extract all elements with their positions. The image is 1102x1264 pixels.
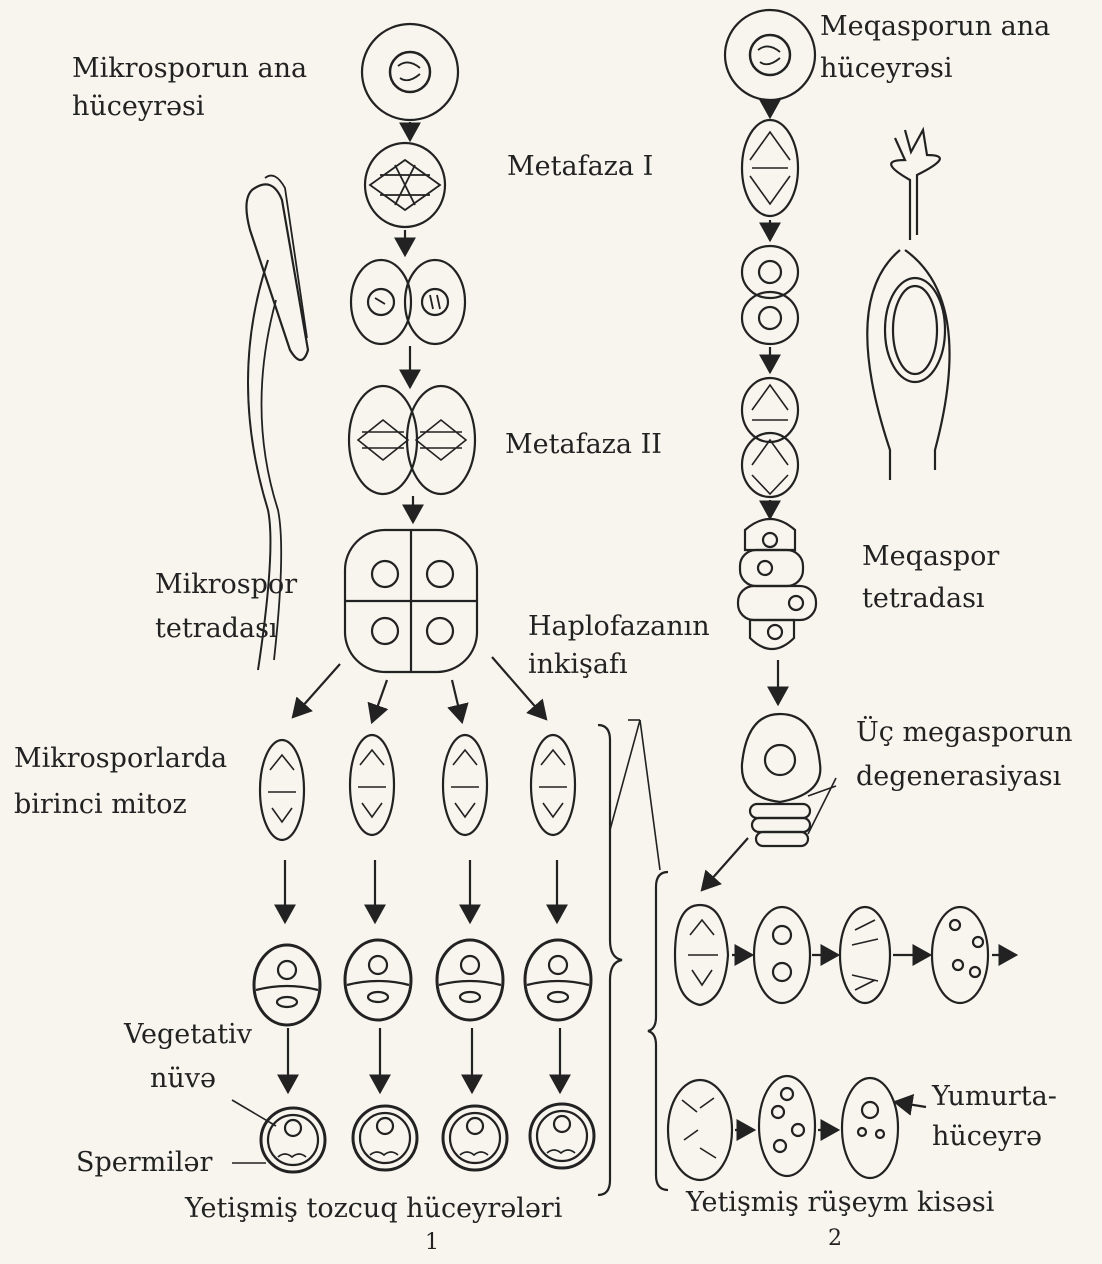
two-celled-pollen-row bbox=[254, 940, 591, 1025]
label-sperm-cells: Spermilər bbox=[76, 1146, 212, 1180]
label-metaphase-1: Metafaza I bbox=[507, 150, 653, 184]
label-degeneration-line2: degenerasiyası bbox=[856, 760, 1061, 794]
ovary-drawing bbox=[867, 130, 949, 480]
label-vegetative-nucleus-line2: nüvə bbox=[150, 1062, 216, 1096]
label-megaspore-tetrad-line2: tetradası bbox=[862, 582, 985, 616]
label-megaspore-tetrad-line1: Meqaspor bbox=[862, 540, 999, 574]
microspore-metaphase-1-cell bbox=[365, 143, 445, 227]
figure-number-2: 2 bbox=[828, 1222, 842, 1256]
label-microspore-tetrad-line2: tetradası bbox=[155, 612, 278, 646]
label-egg-cell-line2: hüceyrə bbox=[932, 1120, 1042, 1154]
megaspore-tetrad bbox=[738, 519, 816, 649]
caption-mature-embryo-sac: Yetişmiş rüşeym kisəsi bbox=[686, 1186, 994, 1220]
megaspore-metaphase-1-cell bbox=[742, 120, 798, 216]
mature-pollen-row bbox=[261, 1104, 594, 1172]
label-microspore-tetrad-line1: Mikrospor bbox=[155, 568, 297, 602]
embryo-sac-row-2 bbox=[668, 1076, 898, 1180]
label-first-mitosis-line2: birinci mitoz bbox=[14, 788, 187, 822]
microspore-mother-cell bbox=[362, 24, 458, 120]
label-haplophase-line2: inkişafı bbox=[528, 648, 628, 682]
figure-number-1: 1 bbox=[425, 1226, 439, 1260]
label-megaspore-mother-line2: hüceyrəsi bbox=[820, 52, 953, 86]
label-vegetative-nucleus-line1: Vegetativ bbox=[124, 1018, 252, 1052]
microspore-tetrad bbox=[345, 530, 477, 672]
label-megaspore-mother-line1: Meqasporun ana bbox=[820, 10, 1050, 44]
label-first-mitosis-line1: Mikrosporlarda bbox=[14, 742, 227, 776]
microspore-metaphase-2-dyad bbox=[349, 386, 475, 494]
label-haplophase-line1: Haplofazanın bbox=[528, 610, 710, 644]
first-mitosis-row bbox=[260, 735, 575, 840]
microspore-dyad bbox=[351, 260, 465, 344]
megaspore-dyad bbox=[742, 246, 798, 344]
label-egg-cell-line1: Yumurta- bbox=[932, 1080, 1057, 1114]
caption-mature-pollen: Yetişmiş tozcuq hüceyrələri bbox=[185, 1192, 562, 1226]
label-metaphase-2: Metafaza II bbox=[505, 428, 662, 462]
megaspore-degeneration-cell bbox=[742, 714, 820, 846]
pollen-bracket bbox=[598, 725, 622, 1195]
label-microspore-mother-line2: hüceyrəsi bbox=[72, 90, 205, 124]
label-microspore-mother-line1: Mikrosporun ana bbox=[72, 52, 307, 86]
megaspore-mother-cell bbox=[725, 10, 815, 100]
label-degeneration-line1: Üç megasporun bbox=[856, 716, 1073, 750]
embryo-sac-bracket bbox=[648, 872, 668, 1190]
megaspore-metaphase-2-dyad bbox=[742, 378, 798, 497]
